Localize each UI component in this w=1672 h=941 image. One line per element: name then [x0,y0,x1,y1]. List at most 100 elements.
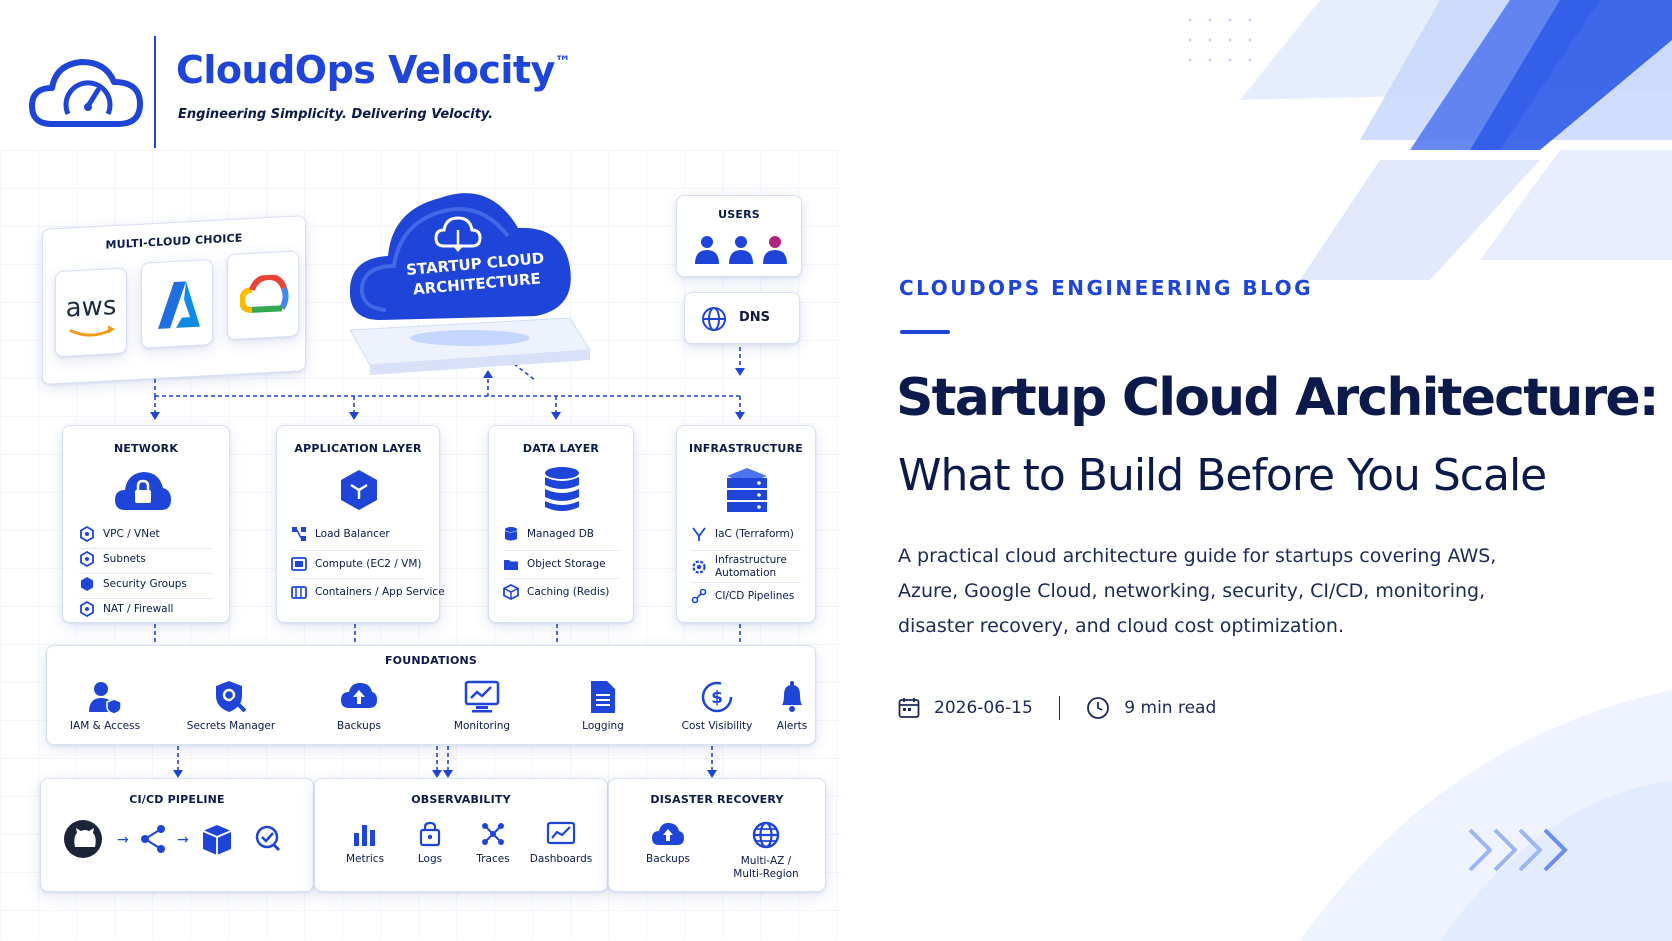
azure-icon [158,281,200,329]
svg-text:$: $ [711,688,723,708]
traces-icon [482,823,504,845]
cicd-flow: → → [64,820,281,858]
application-layer-title: APPLICATION LAYER [294,442,422,455]
azure-logo [141,258,213,349]
infra-item-automation: Infrastructure Automation [691,554,787,579]
package-icon [202,825,232,855]
article-date: 2026-06-15 [934,698,1033,718]
application-layer-card: APPLICATION LAYER Load Balancer Compute … [276,425,445,623]
app-item-containers: Containers / App Service [291,584,445,600]
globe-icon [752,821,780,849]
github-icon [64,820,102,858]
app-item-load-balancer: Load Balancer [291,526,390,542]
network-item-vpc: VPC / VNet [79,526,160,542]
article-subtitle: What to Build Before You Scale [898,450,1547,501]
svg-text:→: → [117,832,129,848]
observability-dashboards: Dashboards [523,821,599,866]
cloud-upload-icon [652,823,684,845]
cube-icon [341,470,377,510]
users-icon [695,236,787,264]
document-icon [591,681,615,713]
separator [691,582,801,583]
observability-logs: Logs [405,821,455,866]
foundations-card: FOUNDATIONS IAM & Access Secrets Manager… [46,645,816,745]
svg-text:→: → [177,832,189,848]
hexagon-icon [80,601,94,617]
separator [503,578,619,579]
data-layer-card: DATA LAYER Managed DB Object Storage Cac… [488,425,634,623]
dr-backups: Backups [637,821,699,866]
separator [79,598,213,599]
observability-card: OBSERVABILITY Metrics Logs Traces Dashbo… [314,778,608,892]
dns-card: DNS [684,292,800,344]
folder-icon [504,560,518,570]
monitor-chart-icon [464,680,500,713]
database-icon [545,467,579,511]
users-title: USERS [718,208,760,221]
cicd-title: CI/CD PIPELINE [129,793,225,806]
hexagon-filled-icon [81,577,93,591]
check-search-icon [255,825,281,852]
foundation-cost-visibility: $ Cost Visibility [667,680,767,733]
network-title: NETWORK [113,442,179,455]
kicker-underline [900,330,950,334]
article-meta: 2026-06-15 9 min read [898,696,1216,720]
background-shards [1188,0,1672,941]
bar-chart-icon [354,825,375,846]
aws-logo: aws [55,267,127,358]
lock-doc-icon [419,821,441,847]
user-shield-icon [89,682,122,714]
data-layer-title: DATA LAYER [522,442,600,455]
users-card: USERS [676,195,802,277]
separator [79,548,213,549]
calendar-icon [898,698,920,718]
clock-icon [1087,697,1110,719]
foundation-backups: Backups [309,680,409,733]
foundation-alerts: Alerts [769,680,815,733]
hexagon-icon [80,526,94,542]
network-item-security-groups: Security Groups [79,576,187,592]
load-balancer-icon [292,527,306,541]
observability-metrics: Metrics [335,821,395,866]
brand-divider [154,36,156,148]
infra-item-iac: IaC (Terraform) [691,526,794,542]
observability-traces: Traces [465,821,521,866]
diagram-connectors [150,340,745,778]
cicd-pipeline-card: CI/CD PIPELINE → → [40,778,314,892]
hexagon-icon [80,551,94,567]
multi-cloud-card: MULTI-CLOUD CHOICE aws [42,215,306,385]
foundation-monitoring: Monitoring [427,680,537,733]
share-nodes-icon [141,825,165,853]
logo-cloud-gauge-icon [29,59,143,127]
globe-icon [702,307,726,331]
separator [291,550,425,551]
data-item-caching: Caching (Redis) [503,584,609,600]
brand-tagline: Engineering Simplicity. Delivering Veloc… [178,107,494,122]
data-item-managed-db: Managed DB [503,526,594,542]
lock-cloud-icon [115,472,171,510]
dns-label: DNS [739,310,771,325]
separator [291,578,425,579]
article-title: Startup Cloud Architecture: [896,368,1660,428]
server-stack-icon [727,468,767,512]
infrastructure-card: INFRASTRUCTURE IaC (Terraform) Infrastru… [676,425,816,623]
startup-cloud-icon [349,193,591,375]
gear-icon [692,559,706,574]
cache-cube-icon [503,584,519,600]
foundation-iam: IAM & Access [57,680,153,733]
article-description: A practical cloud architecture guide for… [898,545,1497,637]
dollar-cycle-icon: $ [701,681,733,713]
foundation-logging: Logging [555,680,651,733]
data-item-object-storage: Object Storage [503,556,606,572]
pipeline-icon [691,588,707,604]
cloud-upload-icon [341,683,377,708]
dr-multi-region: Multi-AZ / Multi-Region [719,821,813,880]
infrastructure-title: INFRASTRUCTURE [689,442,803,455]
container-icon [291,586,307,599]
branch-icon [692,527,706,541]
disaster-recovery-card: DISASTER RECOVERY Backups Multi-AZ / Mul… [608,778,826,892]
google-cloud-icon [240,274,289,313]
shield-search-icon [216,681,247,713]
multi-cloud-title: MULTI-CLOUD CHOICE [105,231,243,252]
aws-smile-icon [69,325,115,337]
